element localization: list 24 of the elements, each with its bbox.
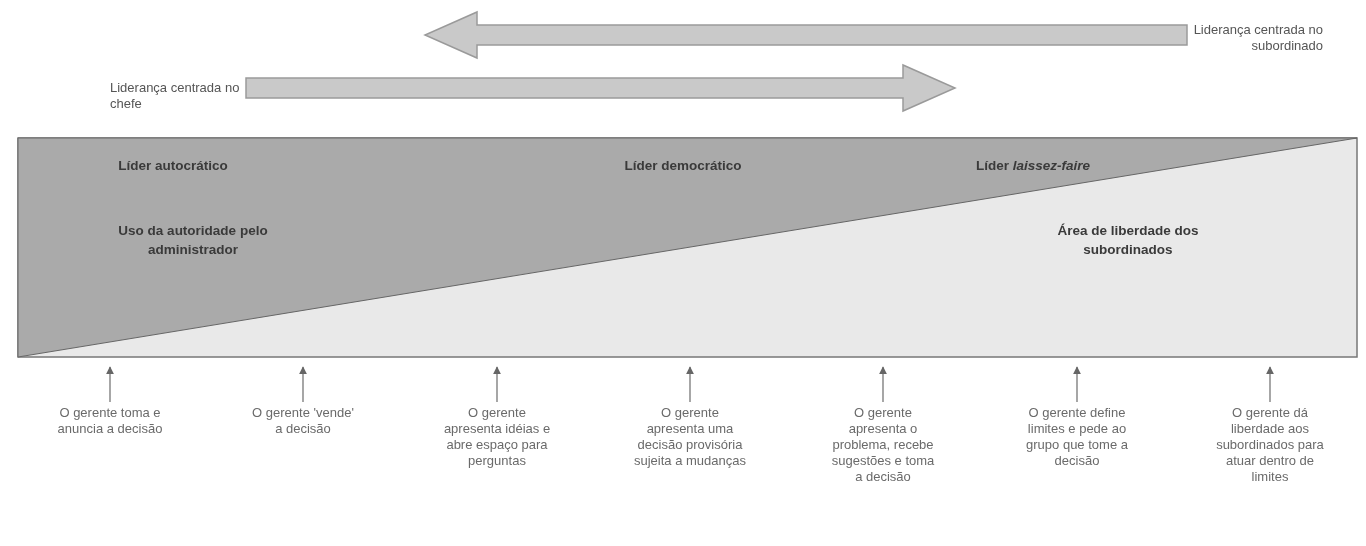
leader-type-label: Líder autocrático: [117, 157, 229, 175]
area-label: Área de liberdade dos subordinados: [1056, 222, 1200, 259]
leadership-label: Liderança centrada no subordinado: [1193, 22, 1323, 54]
area-label: Uso da autoridade pelo administrador: [117, 222, 269, 259]
manager-behavior-text: O gerente define limites e pede ao grupo que tome a decisão: [1025, 405, 1129, 469]
manager-behavior-text: O gerente apresenta uma decisão provisória sujeita a mudanças: [634, 405, 746, 469]
leadership-label: Liderança centrada no chefe: [110, 80, 240, 112]
arrow: [1073, 366, 1081, 403]
leader-type-label: Líder laissez-faire: [974, 157, 1092, 175]
arrow: [1266, 366, 1274, 403]
block-arrow: [423, 10, 1188, 60]
manager-behavior-text: O gerente dá liberdade aos subordinados para atuar dentro de limites: [1215, 405, 1325, 485]
leadership-continuum-panel: [18, 138, 1357, 357]
manager-behavior-text: O gerente apresenta idéias e abre espaço para perguntas: [442, 405, 552, 469]
arrow: [299, 366, 307, 403]
arrow: [686, 366, 694, 403]
manager-behavior-text: O gerente toma e anuncia a decisão: [56, 405, 164, 437]
manager-behavior-text: O gerente apresenta o problema, recebe sugestões e toma a decisão: [830, 405, 936, 485]
leader-type-label: Líder democrático: [623, 157, 743, 175]
block-arrow: [245, 63, 957, 113]
manager-behavior-text: O gerente 'vende' a decisão: [251, 405, 355, 437]
arrow: [879, 366, 887, 403]
arrow: [493, 366, 501, 403]
arrow: [106, 366, 114, 403]
